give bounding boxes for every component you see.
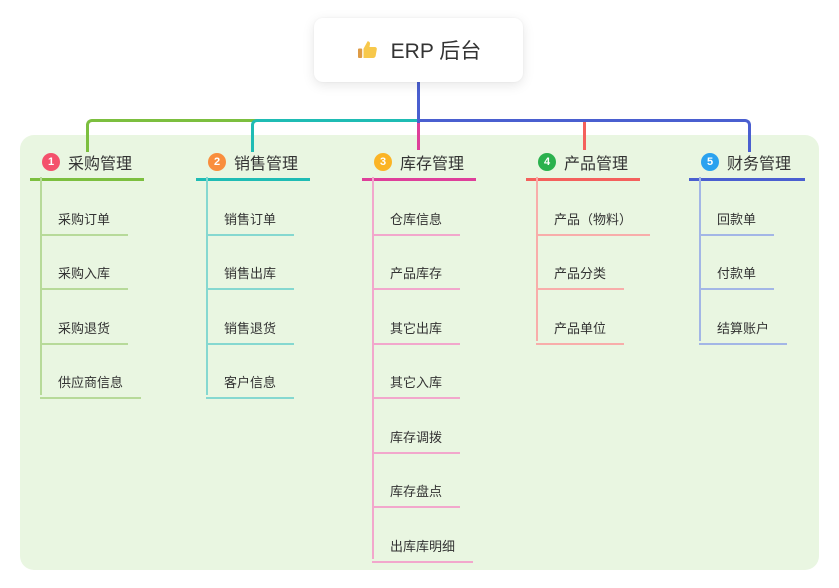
branch-node-sales[interactable]: 2 销售管理: [196, 142, 310, 181]
child-node[interactable]: 其它入库: [362, 345, 476, 399]
child-node[interactable]: 结算账户: [689, 290, 805, 345]
connector-branch-purchase: [86, 119, 257, 152]
child-node[interactable]: 采购订单: [30, 181, 144, 236]
connector-branch-product: [583, 119, 586, 150]
child-node[interactable]: 回款单: [689, 181, 805, 236]
branch-number-badge: 3: [374, 153, 392, 171]
branch-inventory: 3 库存管理 仓库信息 产品库存 其它出库 其它入库 库存调拨 库存盘点 出库库…: [362, 142, 476, 563]
root-label: ERP 后台: [390, 40, 482, 63]
connector-root-stem: [417, 82, 420, 123]
branch-number-badge: 5: [701, 153, 719, 171]
branch-number-badge: 1: [42, 153, 60, 171]
child-node[interactable]: 销售订单: [196, 181, 310, 236]
branch-sales: 2 销售管理 销售订单 销售出库 销售退货 客户信息: [196, 142, 310, 399]
branch-child-connector: [536, 177, 538, 341]
branch-node-finance[interactable]: 5 财务管理: [689, 142, 805, 181]
branch-number-badge: 2: [208, 153, 226, 171]
branch-child-connector: [372, 177, 374, 559]
child-node[interactable]: 供应商信息: [30, 345, 144, 399]
child-node[interactable]: 仓库信息: [362, 181, 476, 236]
branch-label: 财务管理: [727, 156, 792, 173]
child-node[interactable]: 销售退货: [196, 290, 310, 345]
branch-children: 销售订单 销售出库 销售退货 客户信息: [196, 181, 310, 399]
connector-branch-finance: [417, 119, 751, 152]
child-node[interactable]: 采购入库: [30, 236, 144, 290]
branch-node-purchase[interactable]: 1 采购管理: [30, 142, 144, 181]
connector-branch-inventory: [417, 119, 420, 150]
branch-product: 4 产品管理 产品（物料） 产品分类 产品单位: [526, 142, 651, 345]
child-node[interactable]: 产品库存: [362, 236, 476, 290]
child-node[interactable]: 销售出库: [196, 236, 310, 290]
child-node[interactable]: 产品分类: [526, 236, 650, 290]
branch-children: 回款单 付款单 结算账户: [689, 181, 805, 345]
branch-number-badge: 4: [538, 153, 556, 171]
branch-children: 仓库信息 产品库存 其它出库 其它入库 库存调拨 库存盘点 出库库明细: [362, 181, 476, 563]
branch-label: 库存管理: [400, 156, 465, 173]
child-node[interactable]: 付款单: [689, 236, 805, 290]
branch-label: 采购管理: [68, 156, 133, 173]
child-node[interactable]: 库存调拨: [362, 399, 476, 454]
branch-child-connector: [40, 177, 42, 395]
branch-purchase: 1 采购管理 采购订单 采购入库 采购退货 供应商信息: [30, 142, 144, 399]
branch-child-connector: [699, 177, 701, 341]
branch-node-inventory[interactable]: 3 库存管理: [362, 142, 476, 181]
child-node[interactable]: 产品（物料）: [526, 181, 651, 236]
child-node[interactable]: 产品单位: [526, 290, 650, 345]
branch-label: 销售管理: [234, 156, 299, 173]
branch-label: 产品管理: [564, 156, 629, 173]
child-node[interactable]: 其它出库: [362, 290, 476, 345]
child-node[interactable]: 客户信息: [196, 345, 310, 399]
child-node[interactable]: 库存盘点: [362, 454, 476, 508]
child-node[interactable]: 采购退货: [30, 290, 144, 345]
branch-children: 采购订单 采购入库 采购退货 供应商信息: [30, 181, 144, 399]
root-node[interactable]: ERP 后台: [314, 18, 523, 82]
branch-finance: 5 财务管理 回款单 付款单 结算账户: [689, 142, 805, 345]
child-node[interactable]: 出库库明细: [362, 508, 476, 563]
branch-node-product[interactable]: 4 产品管理: [526, 142, 640, 181]
connector-branch-sales: [251, 119, 421, 152]
branch-child-connector: [206, 177, 208, 395]
background-panel: [20, 135, 819, 570]
branch-children: 产品（物料） 产品分类 产品单位: [526, 181, 651, 345]
thumbs-up-icon: [356, 38, 380, 62]
